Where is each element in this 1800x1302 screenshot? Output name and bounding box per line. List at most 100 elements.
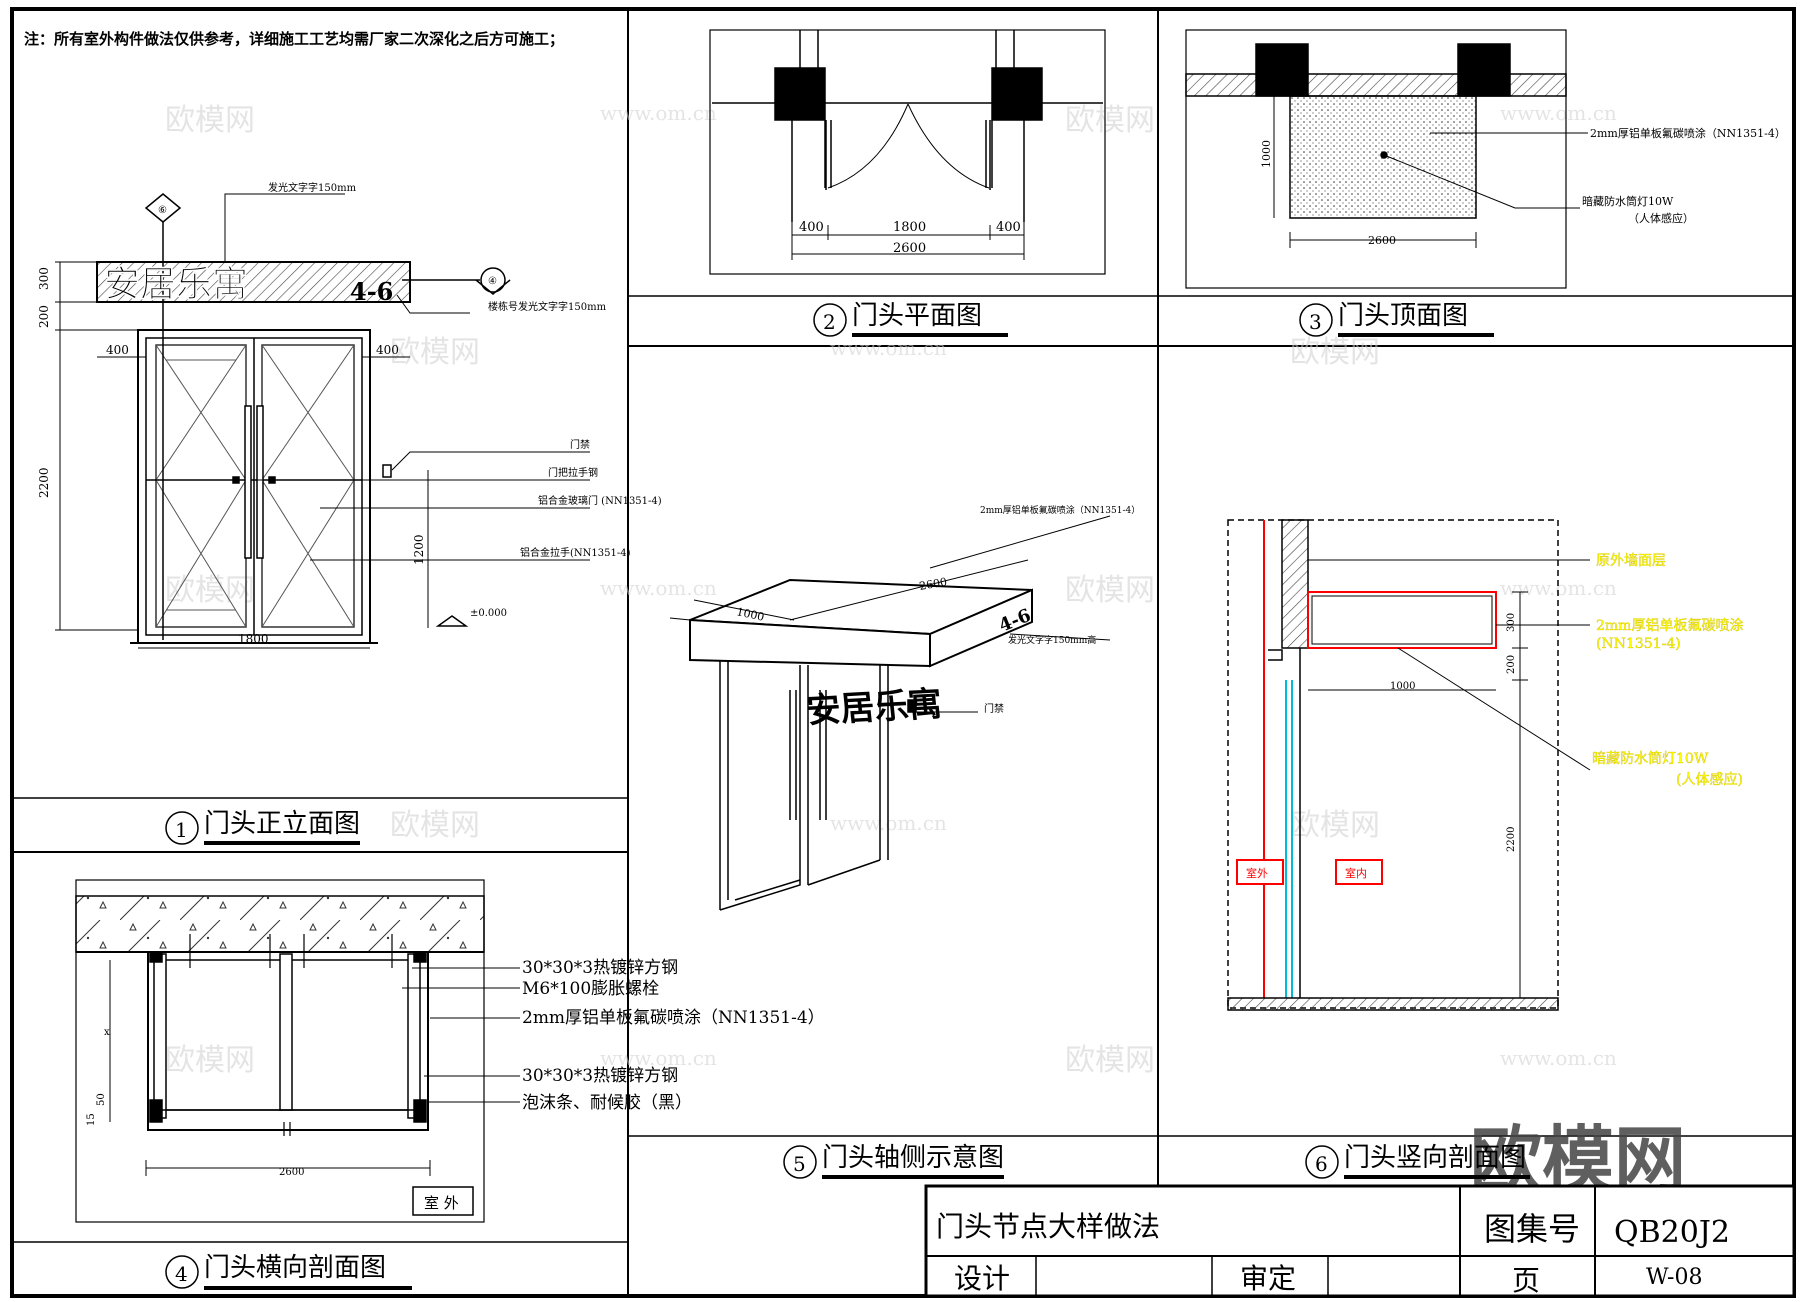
drawing-3-top-view xyxy=(1185,29,1588,289)
callout-label: 暗藏防水筒灯10W xyxy=(1592,750,1709,767)
callout-label: 发光文字字150mm xyxy=(268,181,357,194)
section-mark: ④ xyxy=(488,276,497,287)
callout-label: (NN1351-4) xyxy=(1596,636,1681,652)
title-text: 门头竖向剖面图 xyxy=(1344,1143,1526,1173)
callout-label: M6*100膨胀螺栓 xyxy=(522,979,659,999)
watermark-text: 欧模网 xyxy=(165,573,255,608)
dim-label: 1800 xyxy=(893,220,926,235)
dim-label: 2600 xyxy=(893,241,926,256)
watermark-url: www.om.cn xyxy=(1500,101,1617,125)
callout-label: 暗藏防水筒灯10W xyxy=(1582,194,1674,208)
watermark-text: 欧模网 xyxy=(1065,1043,1155,1078)
drawing-6-texts: 原外墙面层 2mm厚铝单板氟碳喷涂 (NN1351-4) 暗藏防水筒灯10W (… xyxy=(1246,553,1744,880)
drawing-5-axonometric xyxy=(669,515,1111,911)
title-text: 门头顶面图 xyxy=(1338,301,1468,331)
dim-label: 15 xyxy=(86,1113,97,1126)
callout-label: 原外墙面层 xyxy=(1596,553,1666,569)
watermark-text: 欧模网 xyxy=(1290,335,1380,370)
title-text: 门头正立面图 xyxy=(204,809,360,839)
callout-label: 2mm厚铝单板氟碳喷涂 xyxy=(1596,618,1743,634)
watermark-text: 欧模网 xyxy=(390,808,480,843)
title-1: 1 门头正立面图 xyxy=(165,809,360,845)
dim-label: 2600 xyxy=(918,575,948,593)
drawing-3-texts: 2mm厚铝单板氟碳喷涂（NN1351-4） 暗藏防水筒灯10W （人体感应） 1… xyxy=(1260,126,1786,247)
watermark-url: www.om.cn xyxy=(830,336,947,360)
callout-label: (人体感应) xyxy=(1676,771,1743,788)
title-3: 3 门头顶面图 xyxy=(1299,301,1494,337)
title-number: 1 xyxy=(175,818,188,842)
callout-label: 门把拉手钢 xyxy=(548,466,598,479)
callout-label: 门禁 xyxy=(984,702,1004,715)
watermark-url: www.om.cn xyxy=(1500,1046,1617,1070)
dim-label: 2200 xyxy=(1506,827,1517,852)
review-label: 审定 xyxy=(1240,1262,1296,1295)
atlas-number: QB20J2 xyxy=(1614,1215,1730,1250)
callout-label: 楼栋号发光文字字150mm xyxy=(488,300,607,313)
dim-label: 1000 xyxy=(1390,681,1415,692)
drawing-4-texts: 30*30*3热镀锌方钢 M6*100膨胀螺栓 2mm厚铝单板氟碳喷涂（NN13… xyxy=(86,958,825,1212)
dim-label: 1200 xyxy=(412,534,426,565)
drawing-4-cross-section xyxy=(75,879,520,1223)
dim-label: 1000 xyxy=(735,605,765,624)
title-number: 6 xyxy=(1315,1152,1328,1176)
callout-label: 30*30*3热镀锌方钢 xyxy=(522,958,678,978)
callout-label: 发光文字字150mm高 xyxy=(1008,634,1096,646)
title-number: 5 xyxy=(793,1152,806,1176)
sign-number: 4-6 xyxy=(350,277,393,306)
dim-label: 50 xyxy=(96,1093,107,1106)
dim-label: 1800 xyxy=(238,632,269,646)
dim-label: 400 xyxy=(106,343,129,357)
level-label: ±0.000 xyxy=(470,608,507,619)
atlas-label: 图集号 xyxy=(1484,1210,1580,1248)
title-2: 2 门头平面图 xyxy=(813,301,1008,337)
watermark-url: www.om.cn xyxy=(1500,576,1617,600)
dim-label: 300 xyxy=(37,267,51,290)
design-label: 设计 xyxy=(954,1262,1010,1295)
dim-label: 300 xyxy=(1506,613,1517,632)
drawing-6-vertical-section xyxy=(1227,519,1591,1011)
watermark-text: 欧模网 xyxy=(165,103,255,138)
watermark-text: 欧模网 xyxy=(390,335,480,370)
dim-label: x xyxy=(104,1027,110,1038)
tag-inside: 室内 xyxy=(1345,866,1367,880)
general-note: 注：所有室外构件做法仅供参考，详细施工工艺均需厂家二次深化之后方可施工； xyxy=(24,30,564,48)
dim-label: 400 xyxy=(376,343,399,357)
watermark-text: 欧模网 xyxy=(1065,103,1155,138)
page-label: 页 xyxy=(1512,1264,1540,1297)
dim-label: 2200 xyxy=(37,467,51,498)
watermark-url: www.om.cn xyxy=(600,1046,717,1070)
title-text: 门头平面图 xyxy=(852,301,982,331)
watermark-url: www.om.cn xyxy=(600,576,717,600)
title-block xyxy=(924,1184,1796,1298)
callout-label: 泡沫条、耐候胶（黑） xyxy=(522,1093,692,1113)
drawing-2-plan xyxy=(709,29,1106,275)
watermark-url: www.om.cn xyxy=(600,101,717,125)
callout-label: 铝合金玻璃门 (NN1351-4) xyxy=(538,494,662,507)
sign-text: 安居乐寓 xyxy=(805,684,944,731)
callout-label: （人体感应） xyxy=(1628,211,1694,225)
callout-label: 铝合金拉手(NN1351-4) xyxy=(520,546,631,559)
dim-label: 400 xyxy=(996,220,1021,235)
sheet-frame xyxy=(10,7,1796,1298)
watermark-text: 欧模网 xyxy=(1065,573,1155,608)
title-text: 门头轴侧示意图 xyxy=(822,1143,1004,1173)
dim-label: 2600 xyxy=(1368,234,1396,247)
drawing-2-texts: 400 1800 400 2600 xyxy=(799,220,1021,256)
dim-label: 400 xyxy=(799,220,824,235)
dim-label: 2600 xyxy=(279,1167,304,1178)
watermark-text: 欧模网 xyxy=(1290,808,1380,843)
drawing-1-front-elevation xyxy=(55,193,590,649)
title-4: 4 门头横向剖面图 xyxy=(165,1253,412,1290)
callout-label: 门禁 xyxy=(570,438,590,451)
sign-text: 安居乐寓 xyxy=(104,263,248,305)
watermark-text: 欧模网 xyxy=(165,1043,255,1078)
dim-label: 1000 xyxy=(1260,140,1273,168)
outside-label: 室 外 xyxy=(424,1194,459,1212)
watermarks: 欧模网 欧模网 欧模网 欧模网 欧模网 欧模网 欧模网 欧模网 欧模网 欧模网 … xyxy=(165,101,1617,1078)
tag-outside: 室外 xyxy=(1246,866,1268,880)
title-5: 5 门头轴侧示意图 xyxy=(783,1143,1004,1179)
title-6: 6 门头竖向剖面图 xyxy=(1305,1143,1530,1179)
callout-label: 2mm厚铝单板氟碳喷涂（NN1351-4） xyxy=(522,1008,825,1028)
dim-label: 200 xyxy=(1506,655,1517,674)
drawing-5-texts: 安居乐寓 4-6 1000 2600 2mm厚铝单板氟碳喷涂（NN1351-4）… xyxy=(735,504,1140,731)
